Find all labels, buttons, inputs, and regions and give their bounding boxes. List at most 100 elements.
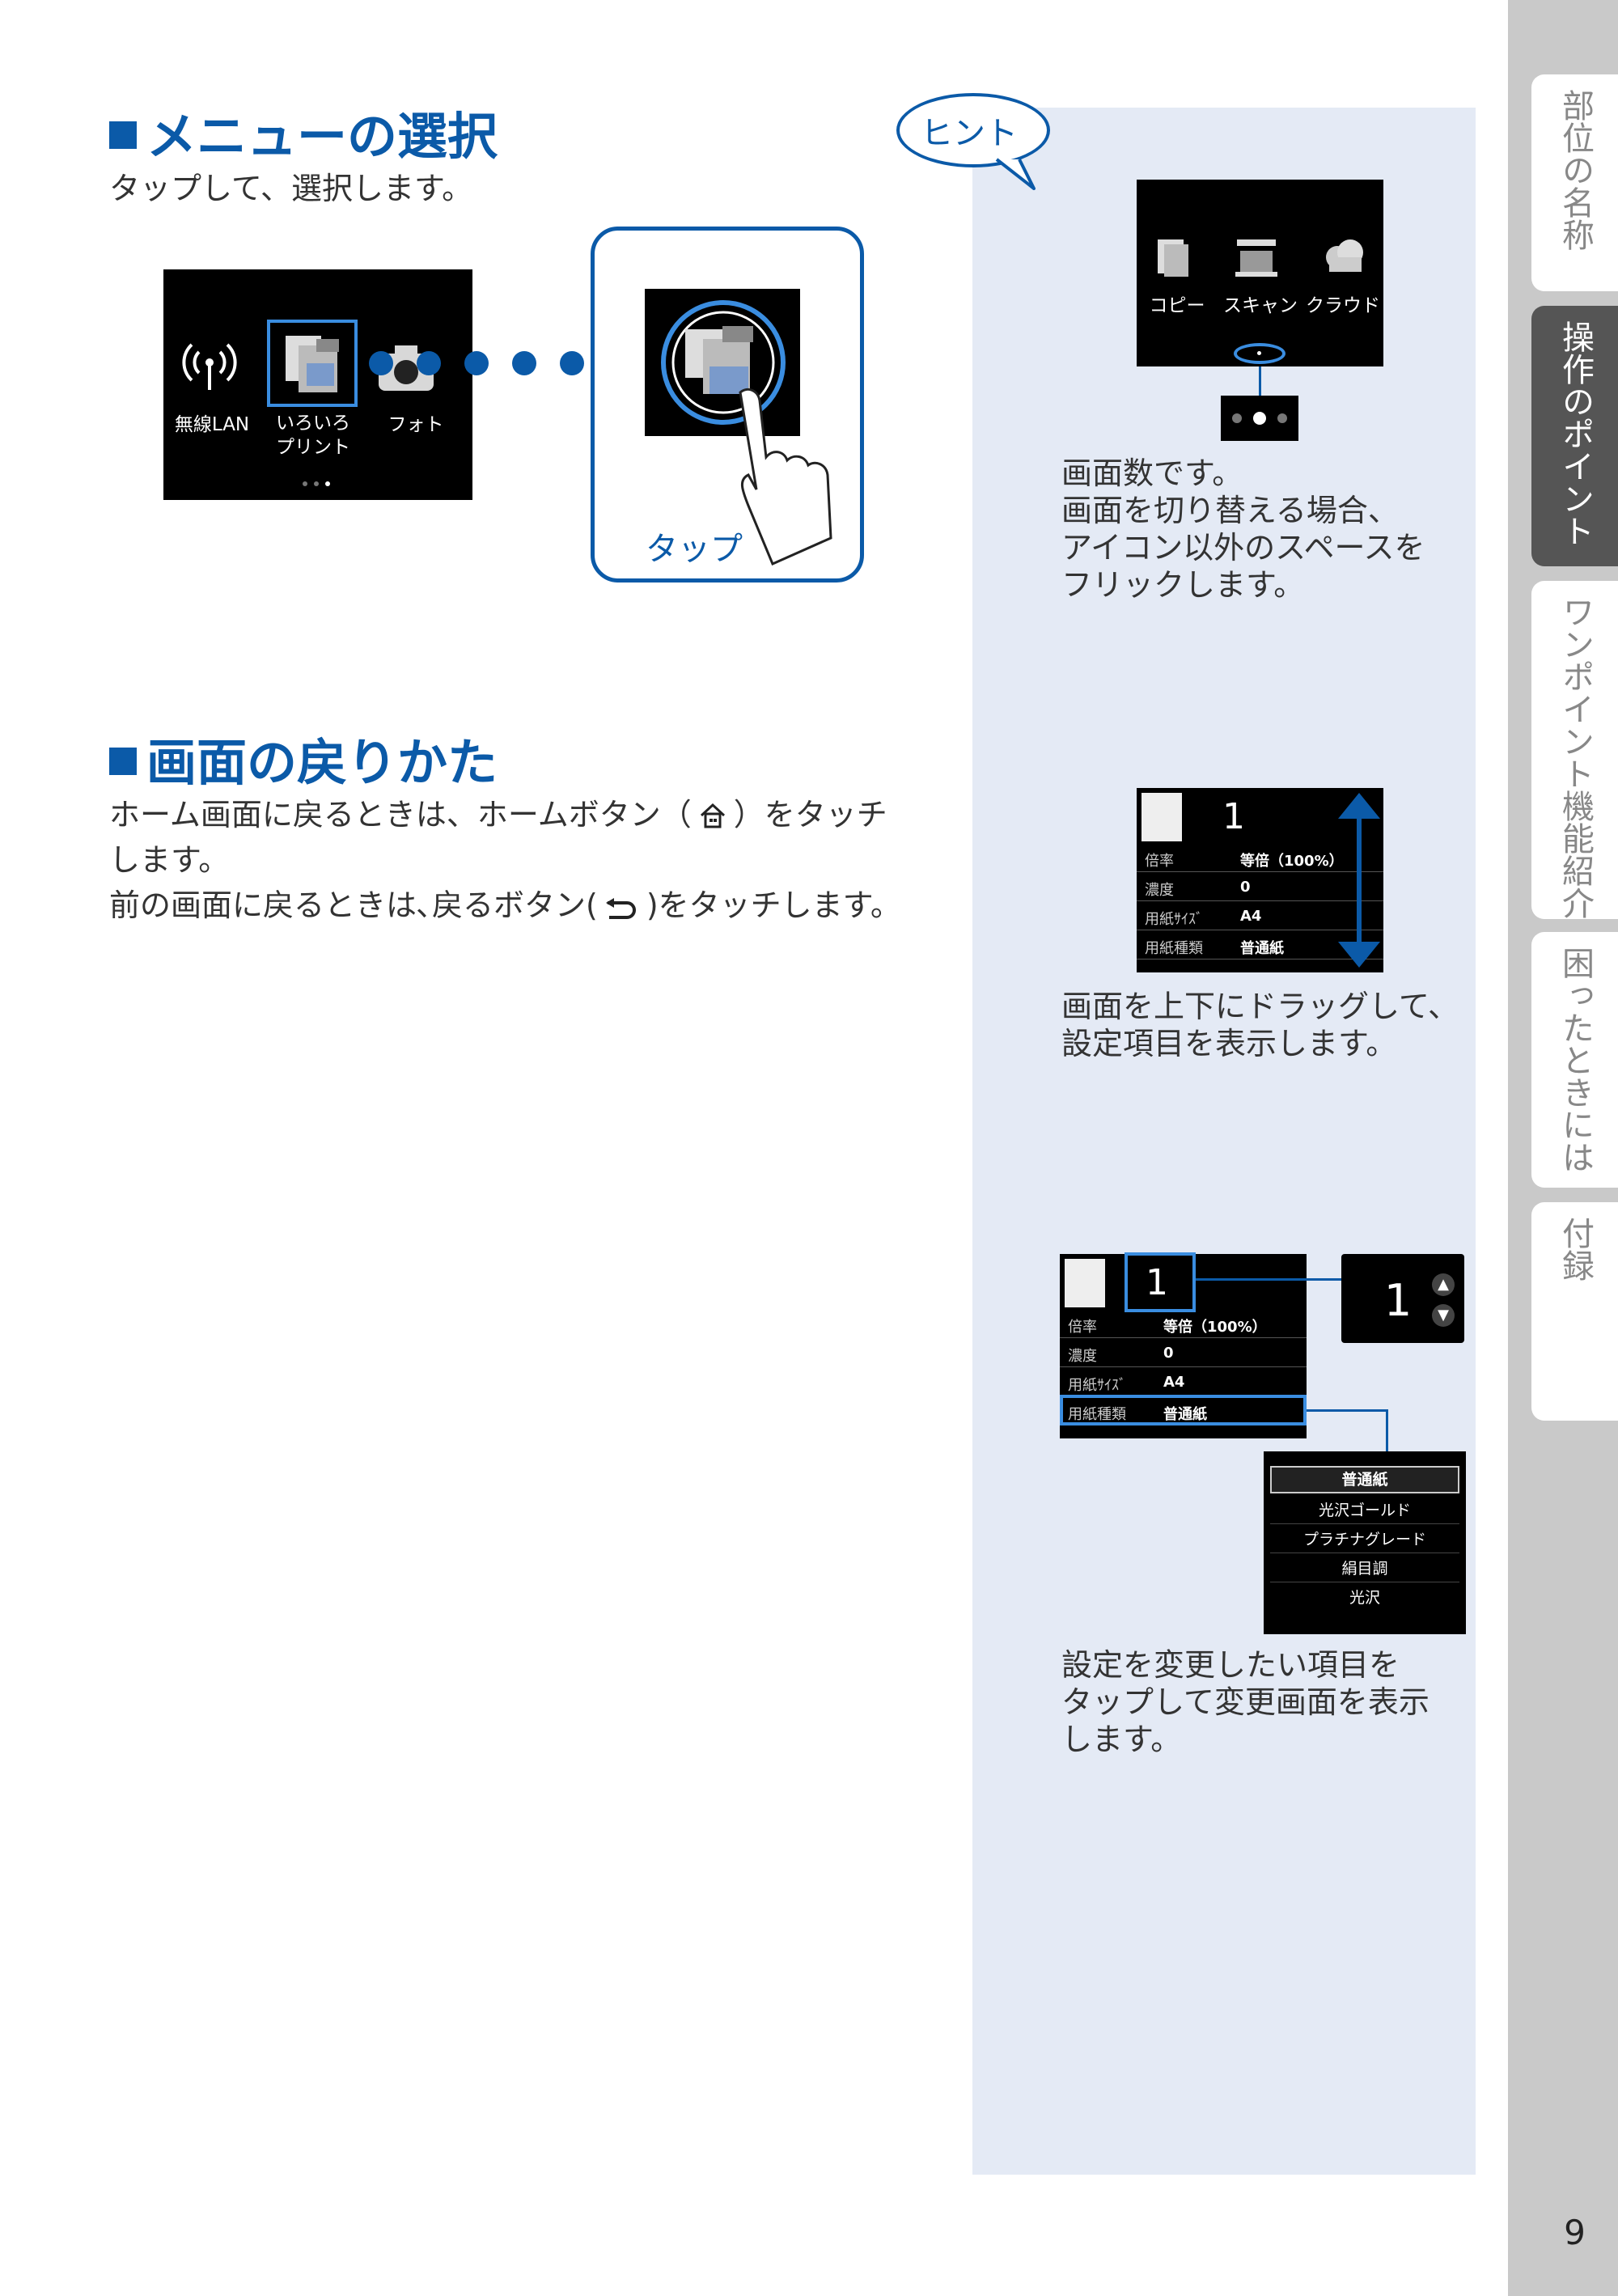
connector-dot	[464, 351, 489, 375]
settings-row: 倍率等倍（100%）	[1137, 845, 1383, 872]
wireless-lan-icon	[182, 343, 237, 390]
hint-bubble	[896, 93, 1050, 167]
screen-label-wireless: 無線LAN	[174, 414, 250, 435]
settings-key: 用紙ｻｲｽﾞ	[1068, 1377, 1126, 1394]
tap-label: タップ	[646, 531, 743, 568]
number-stepper-screen: 1 ▲ ▼	[1341, 1254, 1464, 1343]
connector-dot	[560, 351, 584, 375]
hint-text-3-line2: タップして変更画面を表示	[1061, 1684, 1430, 1720]
pdf-print-icon	[286, 336, 339, 392]
page-indicator-dot	[303, 481, 307, 486]
settings-key: 濃度	[1145, 882, 1174, 899]
hint-text-1-line2: 画面を切り替える場合、	[1061, 493, 1399, 528]
settings-value: A4	[1163, 1374, 1185, 1391]
section-title-menu-text: メニューの選択	[146, 107, 498, 166]
tab-parts-names[interactable]: 部位の名称	[1531, 74, 1618, 291]
number-highlight-frame	[1125, 1252, 1196, 1312]
copy-icon	[1158, 239, 1188, 277]
settings-value: A4	[1240, 908, 1262, 925]
back-description-line2: します。	[109, 842, 230, 878]
tab-operation-points[interactable]: 操作のポイント	[1531, 306, 1618, 566]
hint-text-2-line2: 設定項目を表示します。	[1061, 1026, 1397, 1061]
back-description-line1: ホーム画面に戻るときは、ホームボタン（ ）をタッチ	[109, 793, 887, 837]
scan-icon	[1235, 239, 1277, 277]
home-button-icon	[700, 803, 725, 828]
settings-value: 0	[1163, 1345, 1174, 1362]
hint-text-1-line4: フリックします。	[1061, 567, 1305, 603]
settings-row: 濃度 0	[1137, 874, 1383, 901]
screen-label-cloud: クラウド	[1306, 295, 1380, 316]
tap-zoom-screen	[645, 289, 800, 436]
screen-label-photo: フォト	[388, 414, 444, 435]
callout-line	[1307, 1409, 1387, 1412]
page-count-highlight	[1234, 343, 1286, 364]
tab-appendix[interactable]: 付録	[1531, 1202, 1618, 1421]
zoomed-pdf-print-icon	[661, 300, 786, 425]
tab-label: ワンポイント機能紹介	[1557, 595, 1594, 919]
paper-option-selected: 普通紙	[1270, 1466, 1459, 1493]
hint-text-1-line1: 画面数です。	[1061, 455, 1243, 491]
settings-value: 普通紙	[1163, 1406, 1207, 1423]
settings-key: 用紙種類	[1068, 1406, 1126, 1423]
page-indicator-dot	[325, 481, 330, 486]
settings-row: 倍率等倍（100%）	[1060, 1311, 1307, 1338]
page-indicator-dot	[1277, 413, 1287, 423]
settings-row: 濃度 0	[1060, 1340, 1307, 1367]
settings-value: 0	[1240, 879, 1251, 896]
settings-value: 普通紙	[1240, 940, 1284, 957]
cloud-icon	[1326, 239, 1363, 272]
selected-item-frame	[267, 320, 358, 407]
paper-option: 光沢	[1349, 1589, 1380, 1607]
tab-troubleshooting[interactable]: 困ったときには	[1531, 932, 1618, 1188]
connector-dot	[369, 351, 393, 375]
hint-bubble-tail-icon	[995, 158, 1036, 190]
back-line3-text: 前の画面に戻るときは､戻るボタン(	[109, 887, 598, 923]
settings-row: 用紙ｻｲｽﾞ A4	[1137, 903, 1383, 930]
square-bullet-icon	[109, 748, 137, 775]
hint-home-screen: コピー スキャン クラウド	[1137, 180, 1383, 366]
tab-label: 付録	[1557, 1217, 1594, 1281]
hint-text-3-line1: 設定を変更したい項目を	[1061, 1647, 1400, 1683]
settings-value: 等倍（100%）	[1240, 853, 1344, 870]
settings-row: 用紙種類 普通紙	[1137, 932, 1383, 959]
copies-number: 1	[1222, 796, 1245, 837]
paper-option: 絹目調	[1270, 1555, 1459, 1582]
section-title-menu: メニューの選択	[109, 112, 498, 162]
paper-type-highlight-frame	[1060, 1395, 1307, 1425]
tab-one-point-features[interactable]: ワンポイント機能紹介	[1531, 581, 1618, 919]
paper-type-options-screen: 普通紙 光沢ゴールド プラチナグレード 絹目調 光沢	[1264, 1451, 1466, 1634]
back-line1-text: ホーム画面に戻るときは、ホームボタン（	[109, 797, 692, 832]
section-title-back: 画面の戻りかた	[109, 738, 498, 788]
callout-line	[1259, 366, 1261, 396]
paper-option: 光沢ゴールド	[1270, 1497, 1459, 1524]
settings-key: 濃度	[1068, 1348, 1097, 1365]
hint-panel	[972, 108, 1476, 2175]
page-indicator-zoom	[1221, 396, 1298, 441]
vertical-drag-arrow-icon	[1338, 793, 1380, 968]
stepper-value: 1	[1383, 1275, 1413, 1326]
connector-dot	[417, 351, 441, 375]
square-bullet-icon	[109, 121, 137, 149]
tapping-finger-icon	[739, 388, 832, 566]
back-button-icon	[605, 898, 636, 919]
page-indicator-dot	[1253, 412, 1266, 425]
hint-text-2-line1: 画面を上下にドラッグして、	[1061, 989, 1459, 1024]
stepper-down-icon: ▼	[1432, 1304, 1455, 1327]
settings-row: 用紙ｻｲｽﾞ A4	[1060, 1369, 1307, 1396]
connector-dot	[512, 351, 536, 375]
home-screen-illustration: 無線LAN いろいろ プリント フォト	[163, 269, 472, 500]
hint-bubble-text: ヒント	[921, 115, 1018, 152]
stepper-up-icon: ▲	[1432, 1273, 1455, 1296]
back-description-line3: 前の画面に戻るときは､戻るボタン( )をタッチします。	[109, 883, 901, 928]
copies-number: 1	[1146, 1262, 1168, 1303]
hint-text-1-line3: アイコン以外のスペースを	[1061, 530, 1425, 566]
back-line1-end-text: ）をタッチ	[733, 797, 887, 832]
paper-option: プラチナグレード	[1270, 1526, 1459, 1553]
settings-key: 用紙ｻｲｽﾞ	[1145, 911, 1203, 928]
page-number: 9	[1564, 2213, 1586, 2252]
settings-key: 用紙種類	[1145, 940, 1203, 957]
back-line3-end-text: )をタッチします。	[646, 887, 901, 923]
hint-text-3-line3: します。	[1061, 1722, 1182, 1757]
document-thumbnail	[1065, 1259, 1105, 1307]
screen-label-iroiro: いろいろ	[276, 413, 350, 434]
